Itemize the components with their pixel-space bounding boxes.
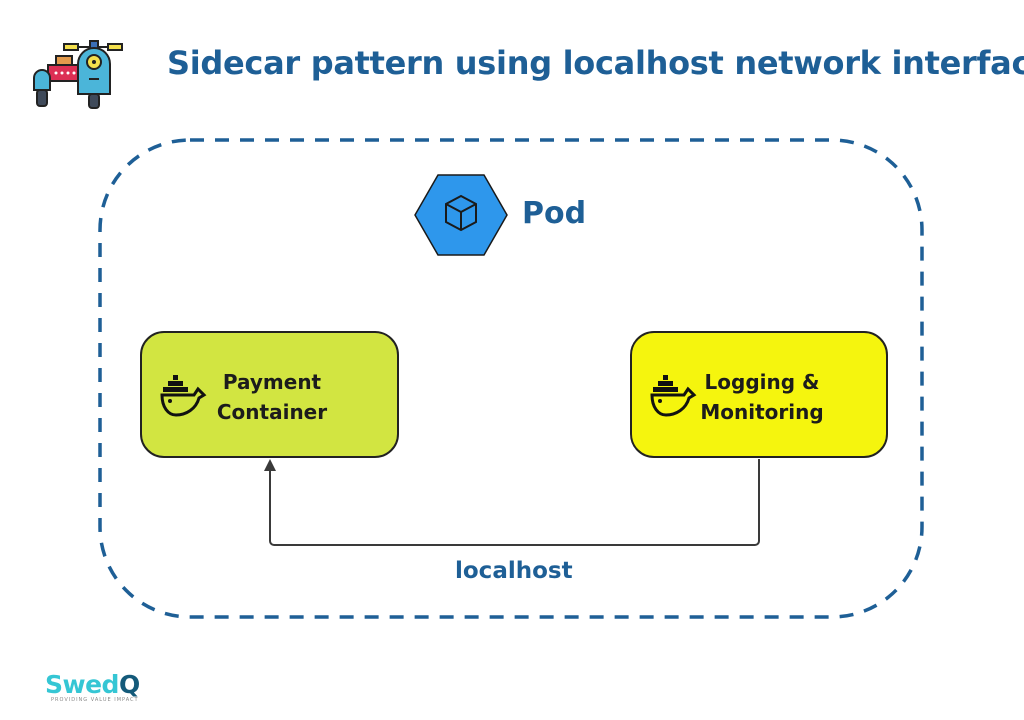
- payment-label-line1: Payment: [222, 370, 322, 394]
- arrow-head-icon: [264, 459, 276, 471]
- logo-wordmark: SwedQ: [45, 670, 140, 699]
- pod-label: Pod: [522, 196, 587, 231]
- payment-container-label: Payment Container: [212, 367, 332, 427]
- diagram-title: Sidecar pattern using localhost network …: [167, 44, 1024, 82]
- docker-whale-icon: [160, 375, 207, 417]
- logging-label-line2: Monitoring: [700, 400, 824, 424]
- payment-container-box[interactable]: Payment Container: [140, 331, 399, 458]
- swedq-logo: SwedQ PROVIDING VALUE IMPACT: [45, 670, 140, 703]
- logging-monitoring-box[interactable]: Logging & Monitoring: [630, 331, 888, 458]
- logo-part2: Q: [118, 670, 140, 699]
- logging-monitoring-label: Logging & Monitoring: [696, 367, 828, 427]
- docker-whale-icon: [650, 375, 697, 417]
- localhost-connector: [269, 459, 760, 546]
- logo-part1: Swed: [45, 670, 119, 699]
- payment-label-line2: Container: [216, 400, 328, 424]
- logging-label-line1: Logging &: [704, 370, 820, 394]
- pod-cube-icon: [414, 174, 508, 256]
- motorcycle-sidecar-icon: [33, 40, 123, 109]
- logo-tagline: PROVIDING VALUE IMPACT: [51, 697, 139, 703]
- localhost-label: localhost: [455, 558, 573, 584]
